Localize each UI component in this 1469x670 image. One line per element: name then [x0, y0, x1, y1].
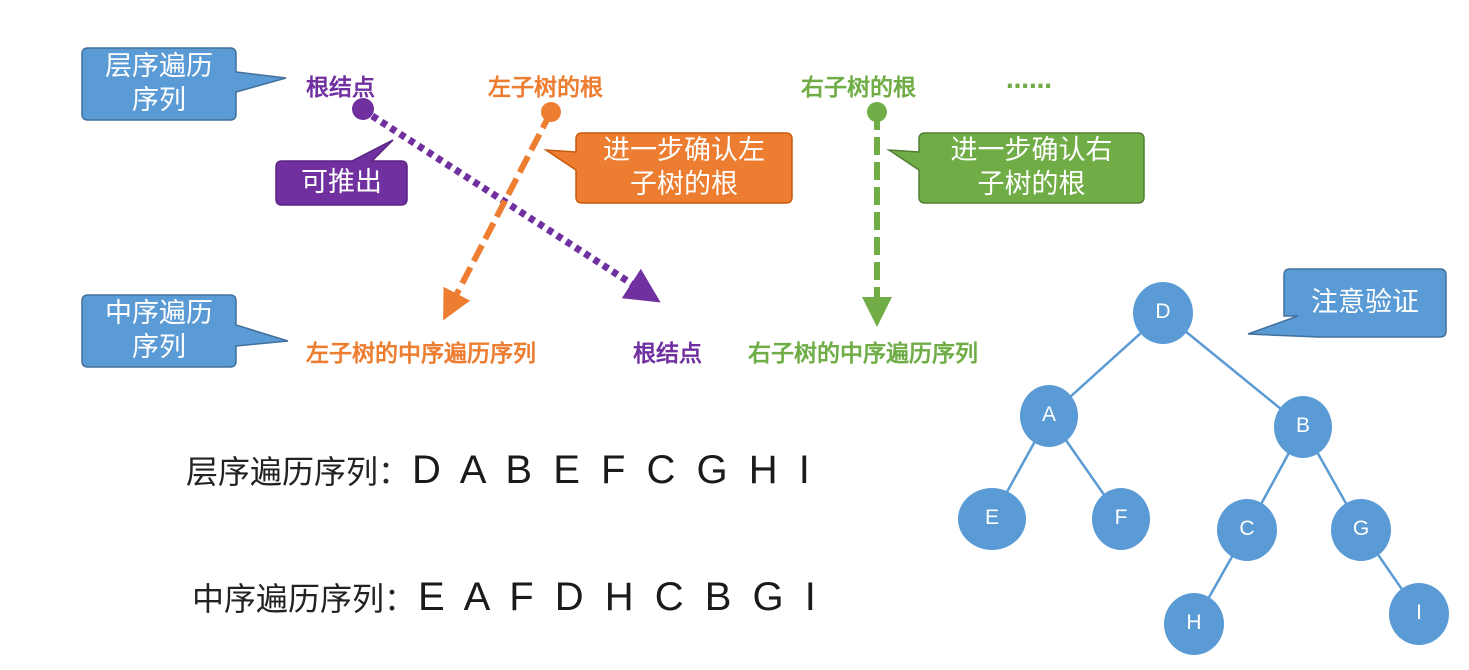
- tree-node-f: [1092, 488, 1150, 550]
- tree-node-e: [958, 488, 1026, 550]
- bottom-left-inorder-label: 左子树的中序遍历序列: [306, 341, 536, 367]
- tree-node-a: [1020, 385, 1078, 447]
- tree-node-d: [1133, 282, 1193, 344]
- bottom-right-inorder-label: 右子树的中序遍历序列: [748, 341, 978, 367]
- in-order-sequence: 中序遍历序列： E A F D H C B G I: [192, 574, 821, 620]
- callout-in-order-text: 中序遍历 序列: [105, 298, 213, 363]
- in-order-label: 中序遍历序列：: [192, 580, 417, 618]
- top-ellipsis: ……: [1006, 68, 1052, 94]
- callout-confirm-right-text: 进一步确认右 子树的根: [950, 135, 1113, 200]
- tree-node-f-label: F: [1114, 506, 1128, 529]
- tree-node-i: [1389, 583, 1449, 645]
- tree-node-h-label: H: [1186, 611, 1202, 634]
- tree-edges: [990, 312, 1421, 625]
- left-root-arrow: [443, 110, 554, 321]
- callout-verify-shape: [1247, 268, 1447, 338]
- in-order-value: E A F D H C B G I: [418, 575, 821, 619]
- tree-node-b-label: B: [1295, 414, 1310, 437]
- level-order-value: D A B E F C G H I: [412, 448, 815, 492]
- tree-node-e-label: E: [984, 506, 999, 529]
- tree-node-a-label: A: [1041, 403, 1056, 426]
- tree-node-i-label: I: [1416, 601, 1422, 624]
- top-left-root-label: 左子树的根: [488, 75, 603, 101]
- callout-verify-text: 注意验证: [1311, 287, 1419, 318]
- callout-level-order-shape: [81, 47, 287, 121]
- tree-node-c-label: C: [1239, 517, 1255, 540]
- bottom-root-label: 根结点: [633, 341, 702, 367]
- tree-node-g: [1331, 499, 1391, 561]
- root-dot: [352, 98, 374, 120]
- tree-nodes: [958, 282, 1449, 655]
- right-root-dot: [867, 102, 887, 122]
- tree-node-c: [1217, 499, 1277, 561]
- tree-node-d-label: D: [1155, 300, 1171, 323]
- callout-confirm-left-shape: [543, 132, 793, 204]
- callout-confirm-left-text: 进一步确认左 子树的根: [603, 135, 765, 200]
- callout-level-order-text: 层序遍历 序列: [105, 51, 213, 116]
- level-order-label: 层序遍历序列：: [186, 453, 411, 491]
- top-root-label: 根结点: [306, 75, 375, 101]
- top-right-root-label: 右子树的根: [801, 75, 916, 101]
- left-root-dot: [541, 102, 561, 122]
- tree-node-g-label: G: [1352, 517, 1370, 540]
- callout-confirm-right-shape: [886, 132, 1145, 204]
- tree-node-h: [1164, 593, 1224, 655]
- level-order-sequence: 层序遍历序列： D A B E F C G H I: [186, 447, 815, 493]
- callout-in-order-shape: [81, 294, 289, 368]
- callout-derivable-shape: [275, 139, 408, 206]
- callout-derivable-text: 可推出: [301, 167, 382, 198]
- tree-node-b: [1274, 396, 1332, 458]
